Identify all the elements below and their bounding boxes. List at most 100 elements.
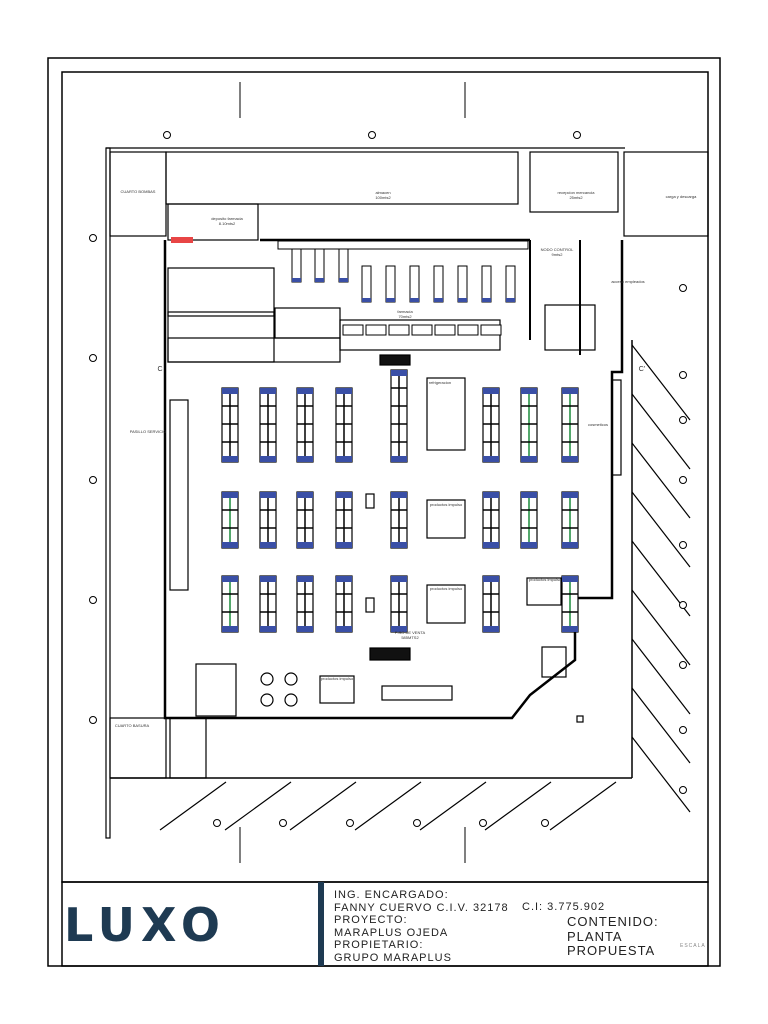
parking-line	[631, 589, 691, 666]
pharmacy-shelf	[361, 265, 372, 303]
label-cosmeticos: cosmeticos	[588, 422, 608, 427]
shelf-cap	[562, 626, 578, 632]
grid-bubble	[368, 131, 376, 139]
shelf-cap	[521, 492, 537, 498]
propietario-label: PROPIETARIO:	[334, 939, 424, 951]
shelf-cap	[260, 388, 276, 394]
pharmacy-cabinet	[457, 324, 479, 336]
section-mark-c-prime: C'	[639, 366, 645, 373]
label-almacen-area: 100mts2	[375, 195, 391, 200]
pharmacy-cabinet	[411, 324, 433, 336]
parking-line	[224, 781, 292, 831]
pharmacy-cabinet	[434, 324, 456, 336]
shelf-cap	[562, 542, 578, 548]
grid-bubble	[679, 541, 687, 549]
shelf-cap	[483, 492, 499, 498]
parking-line	[631, 687, 691, 764]
contenido-label: CONTENIDO:	[567, 914, 659, 929]
parking-line	[484, 781, 552, 831]
propietario: GRUPO MARAPLUS	[334, 951, 452, 964]
label-deposito: deposito farmacia	[211, 216, 243, 221]
parking-line	[631, 491, 691, 568]
shelf-cap	[391, 542, 407, 548]
grid-bubble	[573, 131, 581, 139]
contenido-1: PLANTA	[567, 928, 623, 944]
pharmacy-shelf	[314, 245, 325, 283]
grid-bubble	[679, 661, 687, 669]
label-farmacia: farmacia	[397, 309, 413, 314]
shelf-cap	[336, 542, 352, 548]
shelf-cap	[391, 626, 407, 632]
title-divider	[318, 882, 324, 966]
grid-bubble	[279, 819, 287, 827]
shelf-cap	[506, 298, 515, 302]
label-impulso-1: productos impulso	[430, 502, 463, 507]
shelf-cap	[483, 626, 499, 632]
title-block	[61, 881, 709, 967]
parking-line	[631, 736, 691, 813]
pharmacy-shelf	[338, 245, 349, 283]
shelf-cap	[391, 576, 407, 582]
pharmacy-shelf	[385, 265, 396, 303]
pharmacy-shelf	[291, 245, 302, 283]
grid-bubble	[679, 786, 687, 794]
grid-bubble	[679, 601, 687, 609]
shelf-cap	[260, 542, 276, 548]
proyecto: MARAPLUS OJEDA	[334, 926, 449, 939]
label-refrigeracion: refrigeracion	[429, 380, 451, 385]
title-block-right: CONTENIDO: PLANTA PROPUESTA	[567, 914, 659, 959]
grid-axes	[89, 82, 687, 863]
label-nodo: NODO CONTROL	[541, 247, 574, 252]
shelf-cap	[521, 456, 537, 462]
label-acceso: acceso empleados	[611, 279, 644, 284]
parking-line	[159, 781, 227, 831]
shelves	[221, 240, 579, 633]
pharmacy-counter	[277, 240, 529, 250]
ci-number: C.I: 3.775.902	[522, 901, 606, 913]
pharmacy-shelf	[433, 265, 444, 303]
shelf-cap	[562, 492, 578, 498]
shelf-cap	[562, 388, 578, 394]
title-block-left: ING. ENCARGADO: FANNY CUERVO C.I.V. 3217…	[334, 889, 509, 964]
shelf-cap	[336, 388, 352, 394]
label-basura: CUARTO BASURA	[115, 723, 150, 728]
shelf-cap	[336, 576, 352, 582]
label-recepcion: recepcion mercancia	[558, 190, 596, 195]
shelf-cap	[362, 298, 371, 302]
label-impulso-4: productos impulso	[321, 676, 354, 681]
shelf-cap	[297, 456, 313, 462]
grid-bubble	[89, 354, 97, 362]
section-mark-c: C	[157, 366, 162, 373]
label-cuarto-bombas: CUARTO BOMBAS	[121, 189, 156, 194]
pharmacy-cabinet	[342, 324, 364, 336]
grid-bubble	[163, 131, 171, 139]
shelf-cap	[483, 456, 499, 462]
label-piso-area: 585MTS2	[401, 635, 419, 640]
shelf-cap	[260, 576, 276, 582]
parking-line	[631, 638, 691, 715]
grid-bubble	[89, 596, 97, 604]
shelf-cap	[482, 298, 491, 302]
shelf-cap	[521, 388, 537, 394]
grid-bubble	[679, 476, 687, 484]
label-pasillo: PASILLO SERVICIO	[130, 429, 167, 434]
shelf-cap	[391, 370, 407, 376]
shelf-cap	[391, 456, 407, 462]
grid-bubble	[679, 416, 687, 424]
label-piso: PISO DE VENTA	[395, 630, 426, 635]
parking-lines	[159, 344, 691, 831]
grid-bubble	[479, 819, 487, 827]
shelf-cap	[434, 298, 443, 302]
grid-bubble	[213, 819, 221, 827]
shelf-cap	[260, 456, 276, 462]
escala-label: ESCALA	[680, 943, 706, 949]
grid-bubble	[541, 819, 549, 827]
shelf-cap	[297, 626, 313, 632]
pharmacy-shelf	[409, 265, 420, 303]
shelf-cap	[222, 388, 238, 394]
parking-line	[354, 781, 422, 831]
pharmacy-cabinet	[365, 324, 387, 336]
shelf-cap	[297, 576, 313, 582]
proyecto-label: PROYECTO:	[334, 914, 408, 926]
